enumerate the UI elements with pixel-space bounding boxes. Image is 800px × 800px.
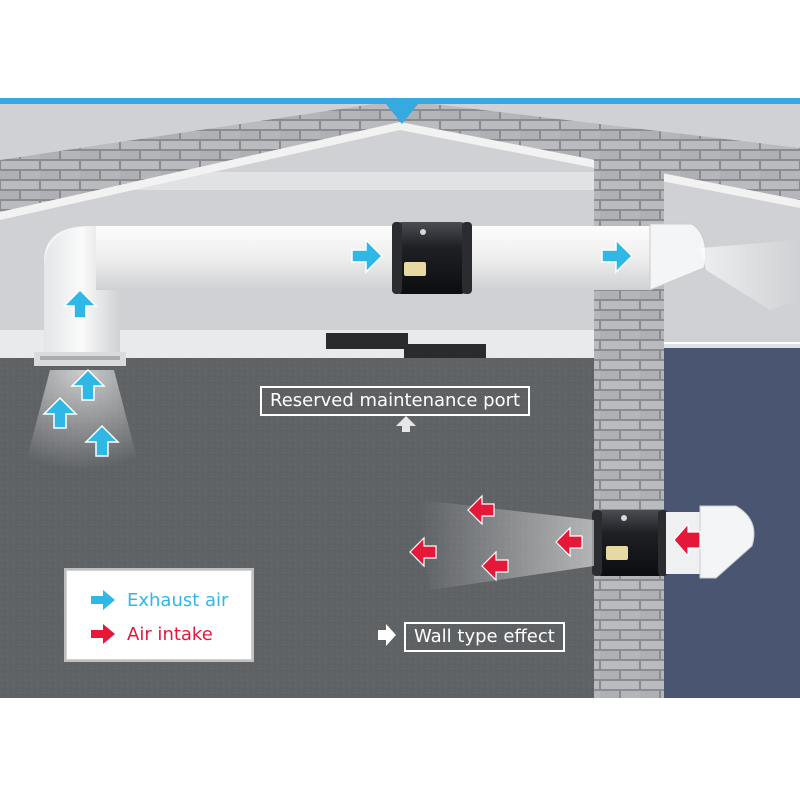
intake-spray-room <box>420 500 594 590</box>
wall-type-label: Wall type effect <box>404 622 565 652</box>
legend-intake-label: Air intake <box>127 623 213 645</box>
intake-arrow-1 <box>467 494 495 526</box>
ceiling-beam <box>130 172 600 190</box>
intake-arrow-3 <box>481 550 509 582</box>
intake-arrow-5 <box>673 522 701 558</box>
exhaust-arrow-up-1 <box>70 368 106 401</box>
legend-exhaust-label: Exhaust air <box>127 589 229 611</box>
exterior-hood-wall <box>699 505 755 579</box>
exhaust-arrow-right-duct <box>351 238 384 274</box>
legend: Exhaust air Air intake <box>66 570 252 660</box>
duct-fan <box>392 222 470 294</box>
wall-pointer-arrow <box>378 624 396 646</box>
red-arrow-icon <box>91 624 115 644</box>
exhaust-arrow-up-2 <box>42 396 78 429</box>
banner-notch <box>386 104 418 124</box>
exhaust-spray-outside <box>700 240 800 310</box>
exhaust-arrow-right-exit <box>601 238 634 274</box>
maintenance-port-label: Reserved maintenance port <box>260 386 531 416</box>
intake-arrow-4 <box>555 526 583 558</box>
roof-left <box>0 100 400 212</box>
top-banner <box>0 98 800 104</box>
exhaust-arrow-up-3 <box>84 424 120 457</box>
legend-intake: Air intake <box>89 621 213 647</box>
exhaust-arrow-up <box>62 288 98 319</box>
legend-exhaust: Exhaust air <box>89 587 228 613</box>
exhaust-spray-ceiling <box>24 370 140 470</box>
blue-arrow-icon <box>91 590 115 610</box>
maintenance-port <box>326 333 408 349</box>
exterior-hood-top <box>649 223 706 291</box>
intake-arrow-2 <box>409 536 437 568</box>
maintenance-pointer-arrow <box>396 416 416 432</box>
wall-fan <box>592 510 668 576</box>
